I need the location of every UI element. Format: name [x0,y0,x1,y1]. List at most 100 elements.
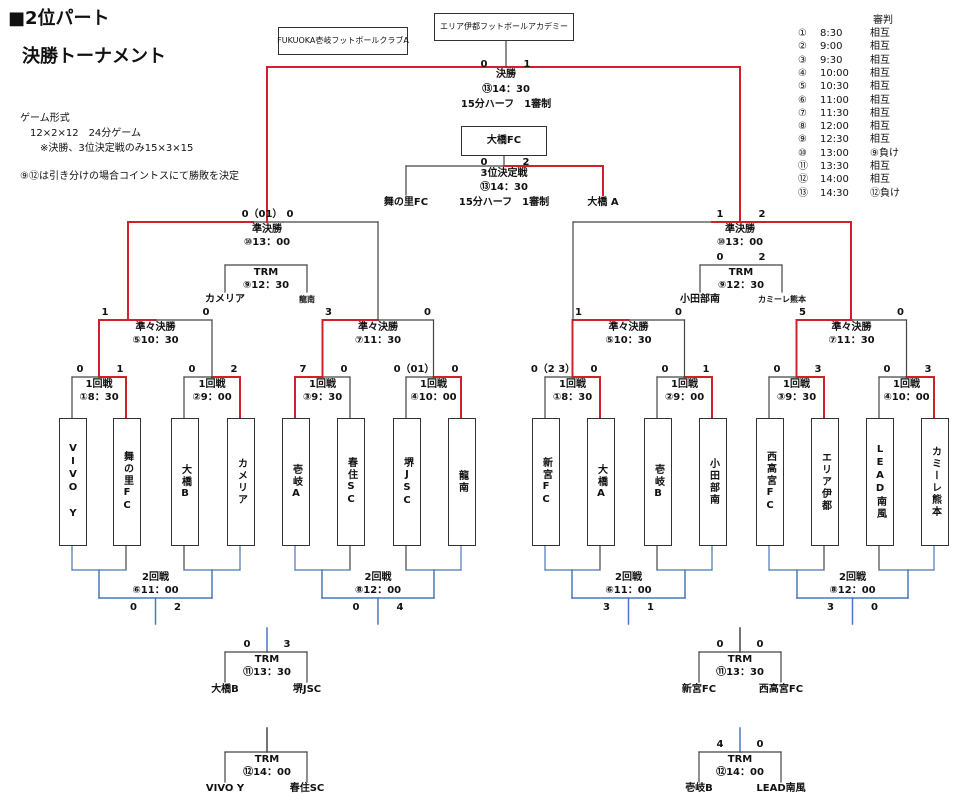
quarter-score: 5 [799,307,806,318]
quarter-label: 準々決勝 [608,322,649,333]
trm-lower-time: ⑫14：00 [243,767,291,778]
referee-time: 12:30 [820,134,849,146]
team-name: 大橋A [595,463,607,501]
referee-match-no: ⑦ [798,107,807,119]
second-round-score: 0 [871,602,878,613]
referee-assignment: ⑫負け [870,187,900,199]
second-round-score: 2 [174,602,181,613]
team-name: 龍南 [456,470,468,494]
rules-note: ⑨⑫は引き分けの場合コイントスにて勝敗を決定 [20,171,239,182]
referee-match-no: ① [798,28,807,39]
first-round-time: ①8：30 [552,392,593,403]
second-round-score: 0 [130,602,137,613]
trm-lower-team: VIVO Y [205,783,245,794]
team-box: 大橋A [587,418,615,546]
referee-match-no: ⑬ [798,187,808,199]
first-round-label: 1回戦 [309,379,336,390]
first-round-label: 1回戦 [198,379,226,390]
trm-team: カミーレ熊本 [758,295,806,304]
trm-lower-score: 4 [716,739,724,750]
referee-assignment: 相互 [870,67,890,79]
rules-heading: ゲーム形式 [20,113,70,124]
first-round-time: ④10：00 [883,392,930,403]
team-name: 壱岐A [290,463,302,501]
trm-lower-score: 0 [716,639,724,650]
header-box-left: FUKUOKA壱岐フットボールクラブA [277,27,409,55]
referee-match-no: ⑥ [798,94,807,106]
first-round-score: 1 [116,364,124,375]
first-round-score: 0 [188,364,196,375]
trm-lower-time: ⑪13：30 [716,667,764,678]
second-round-label: 2回戦 [364,572,392,583]
referee-time: 10:30 [820,81,849,93]
referee-time: 14:30 [820,187,849,199]
first-round-time: ③9：30 [776,392,817,403]
trm-team: カメリア [205,294,245,305]
referee-time: 14:00 [820,174,849,186]
referee-time: 9:30 [820,54,843,66]
team-name: 大橋B [179,463,191,501]
team-name: カミーレ熊本 [929,446,941,518]
team-box: カメリア [227,418,255,546]
referee-match-no: ⑫ [798,174,808,186]
quarter-label: 準々決勝 [135,322,176,333]
quarter-label: 準々決勝 [831,322,872,333]
first-round-score: 0 [773,364,781,375]
second-round-time: ⑧12：00 [829,585,876,596]
referee-assignment: 相互 [870,134,890,146]
first-round-score: 0（01） [393,364,435,375]
semi-score: 1 [716,209,724,220]
referee-match-no: ⑩ [798,147,807,159]
page-title: ■2位パート [8,8,110,29]
third-team-left: 舞の里FC [383,197,429,208]
second-round-score: 1 [647,602,654,613]
rules-line1: 12×2×12 24分ゲーム [30,128,141,139]
referee-assignment: 相互 [870,41,890,53]
third-team-right: 大橋 A [587,197,619,208]
referee-match-no: ③ [798,54,807,66]
trm-lower-team: 堺JSC [292,684,322,695]
quarter-score: 3 [325,307,332,318]
trm-lower-label: TRM [254,754,280,765]
trm-score: 0 [716,252,724,263]
page-subtitle: 決勝トーナメント [22,46,166,67]
first-round-time: ④10：00 [410,392,457,403]
team-name: VIVO Y [67,443,79,521]
semi-score: 0（01） [241,209,283,220]
referee-time: 13:00 [820,147,849,159]
team-box: 小田部南 [699,418,727,546]
team-box: 大橋B [171,418,199,546]
quarter-score: 1 [575,307,582,318]
trm-lower-team: 西高宮FC [758,684,804,695]
team-name: エリア伊都 [819,452,831,512]
referee-assignment: 相互 [870,121,890,133]
first-round-score: 7 [299,364,307,375]
team-box: 壱岐B [644,418,672,546]
semi-score: 2 [758,209,766,220]
referee-assignment: 相互 [870,174,890,186]
first-round-label: 1回戦 [783,379,810,390]
second-round-score: 4 [396,602,404,613]
team-box: 春住SC [337,418,365,546]
trm-label: TRM [728,267,754,278]
second-round-score: 0 [352,602,360,613]
first-round-score: 0 [661,364,669,375]
referee-assignment: 相互 [870,54,890,66]
quarter-score: 0 [424,307,431,318]
referee-assignment: ⑨負け [870,147,899,159]
trm-lower-team: 壱岐B [685,783,713,794]
first-round-time: ①8：30 [79,392,119,403]
trm-label: TRM [253,267,279,278]
team-box: エリア伊都 [811,418,839,546]
trm-lower-team: 新宮FC [681,684,717,695]
second-round-time: ⑥11：00 [132,585,179,596]
first-round-score: 3 [924,364,932,375]
second-round-label: 2回戦 [142,572,169,583]
team-name: 壱岐B [652,463,664,501]
first-round-label: 1回戦 [559,379,586,390]
referee-assignment: 相互 [870,107,890,119]
trm-lower-score: 0 [243,639,251,650]
first-round-score: 0（2 3） [530,364,576,375]
trm-lower-time: ⑪13：30 [243,667,291,678]
first-round-score: 0 [590,364,598,375]
